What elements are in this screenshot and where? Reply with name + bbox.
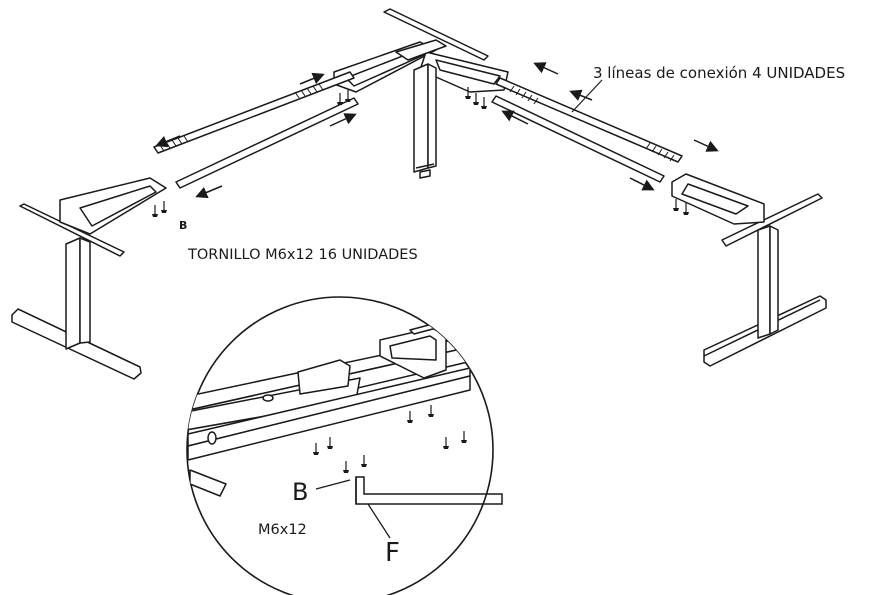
zoom-screw-size: M6x12: [258, 522, 307, 538]
center-leg: [333, 8, 509, 179]
zoom-tool-letter: F: [385, 538, 400, 568]
arrow-icon: [155, 62, 719, 199]
left-leg: [11, 177, 167, 380]
screw-spec-label: TORNILLO M6x12 16 UNIDADES: [188, 247, 418, 263]
threaded-ends: [159, 83, 675, 162]
zoom-detail: [186, 296, 503, 595]
connection-lines-label: 3 líneas de conexión 4 UNIDADES: [593, 64, 846, 82]
crossbars: [153, 71, 683, 189]
allen-key-icon: [355, 476, 503, 505]
right-leg: [671, 173, 827, 367]
screw-callout-label: B: [179, 219, 188, 232]
zoom-screw-letter: B: [292, 478, 309, 506]
